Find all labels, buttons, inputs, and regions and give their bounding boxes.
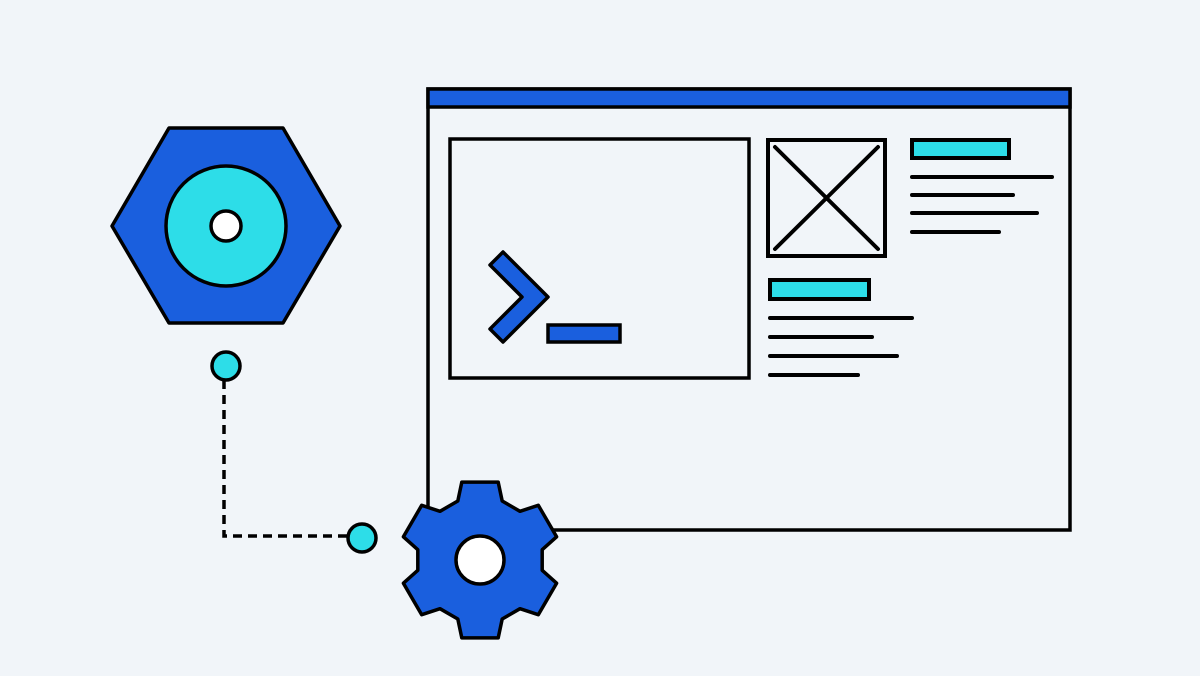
heading-bar [910,138,1011,160]
terminal-panel [448,137,751,380]
dashed-connector [222,380,348,538]
connector-dot-right [346,522,378,554]
hexagon-nut-icon [110,126,342,325]
window-title-bar [426,87,1072,109]
terminal-cursor [546,323,622,344]
image-placeholder-icon [766,138,887,258]
text-block-top [910,138,1054,234]
gear-icon [401,480,559,640]
heading-bar [768,278,871,301]
terminal-prompt-icon [488,250,550,344]
app-window [426,87,1072,532]
text-block-bottom [768,278,914,377]
connector-dot-top [210,350,242,382]
